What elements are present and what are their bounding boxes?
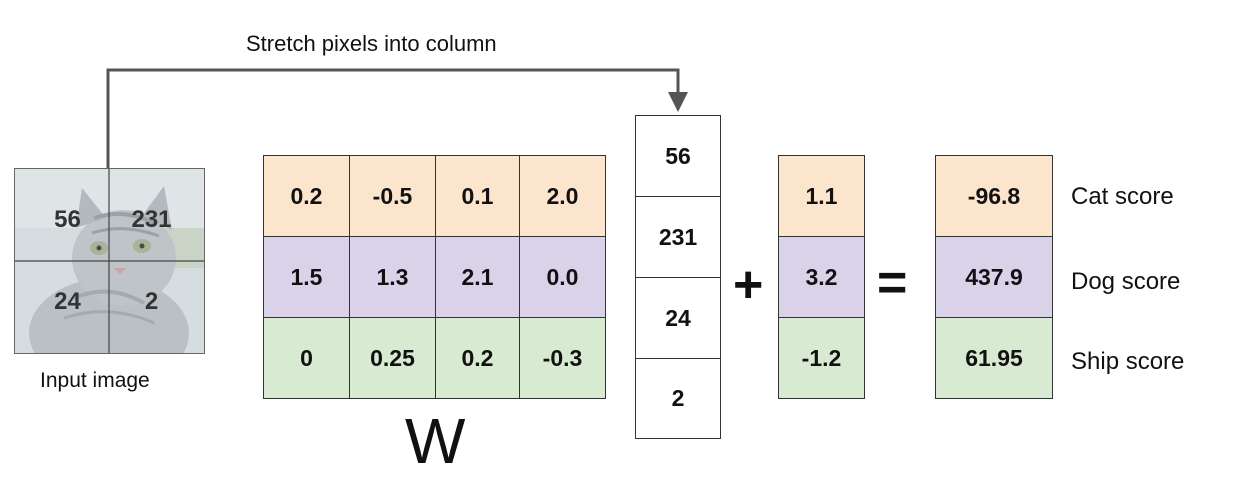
w-cell: 1.3 bbox=[349, 236, 436, 318]
arrow-head bbox=[668, 92, 688, 112]
w-cell: 2.1 bbox=[435, 236, 520, 318]
stretch-caption: Stretch pixels into column bbox=[246, 31, 497, 56]
image-pixel-value: 231 bbox=[131, 206, 172, 233]
w-cell: -0.5 bbox=[349, 155, 436, 237]
bias-cell: -1.2 bbox=[778, 317, 865, 399]
w-cell: 0.25 bbox=[349, 317, 436, 399]
arrow-path bbox=[106, 68, 680, 170]
w-label: W bbox=[405, 405, 466, 477]
bias-cell: 1.1 bbox=[778, 155, 865, 237]
w-cell: 0.1 bbox=[435, 155, 520, 237]
image-pixel-value: 56 bbox=[54, 206, 81, 233]
column-cell: 2 bbox=[635, 358, 721, 439]
column-cell: 56 bbox=[635, 115, 721, 197]
w-cell: 1.5 bbox=[263, 236, 350, 318]
input-image: 56 231 24 2 bbox=[14, 168, 205, 354]
w-cell: 0.2 bbox=[263, 155, 350, 237]
w-cell: 0.0 bbox=[519, 236, 606, 318]
cat-image bbox=[14, 168, 205, 354]
ship-score-label: Ship score bbox=[1071, 348, 1185, 375]
plus-sign: + bbox=[733, 256, 764, 314]
score-cell: 61.95 bbox=[935, 317, 1053, 399]
score-cell: -96.8 bbox=[935, 155, 1053, 237]
image-pixel-value: 2 bbox=[144, 288, 159, 315]
equals-sign: = bbox=[877, 254, 908, 312]
column-cell: 24 bbox=[635, 277, 721, 359]
image-pixel-value: 24 bbox=[54, 288, 81, 315]
bias-cell: 3.2 bbox=[778, 236, 865, 318]
dog-score-label: Dog score bbox=[1071, 268, 1181, 295]
column-cell: 231 bbox=[635, 196, 721, 278]
score-cell: 437.9 bbox=[935, 236, 1053, 318]
cat-score-label: Cat score bbox=[1071, 183, 1174, 210]
input-image-label: Input image bbox=[40, 369, 150, 392]
w-cell: 0.2 bbox=[435, 317, 520, 399]
w-cell: 0 bbox=[263, 317, 350, 399]
w-cell: 2.0 bbox=[519, 155, 606, 237]
w-cell: -0.3 bbox=[519, 317, 606, 399]
